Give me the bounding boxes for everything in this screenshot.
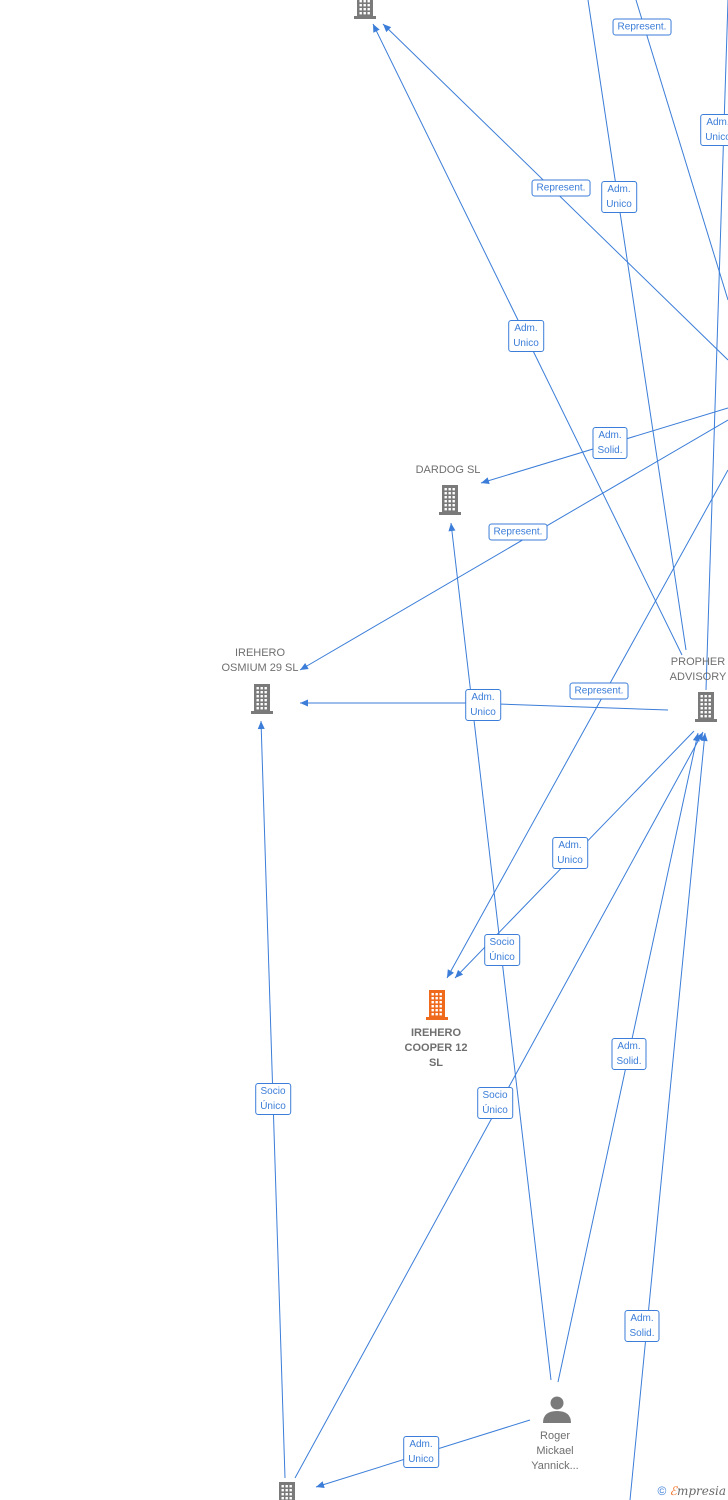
edge-arrowhead xyxy=(383,24,392,33)
focus-company-icon[interactable] xyxy=(426,990,448,1020)
company-name-label[interactable]: IREHERO COOPER 12 SL xyxy=(404,1027,468,1069)
edge-role-label: Adm. Unico xyxy=(403,1436,439,1468)
edge-line xyxy=(705,0,728,691)
company-building-icon[interactable] xyxy=(695,692,717,722)
edge-role-label: Socio Único xyxy=(484,934,520,966)
edge-arrowhead xyxy=(700,733,708,742)
person-icon[interactable] xyxy=(543,1396,571,1424)
edge-role-label: Adm. Unico xyxy=(601,181,637,213)
brand-logo-text: mpresia xyxy=(676,1484,726,1498)
edge-arrowhead xyxy=(455,969,464,978)
edge-arrowhead xyxy=(448,523,456,532)
edge-role-label: Adm. Unico xyxy=(552,837,588,869)
edge-role-label: Represent. xyxy=(531,179,591,197)
edge-line xyxy=(587,0,687,651)
edge-line xyxy=(635,0,728,301)
company-name-label[interactable]: DARDOG SL xyxy=(415,464,481,476)
company-building-icon[interactable] xyxy=(354,0,376,19)
person-name-label[interactable]: Roger Mickael Yannick... xyxy=(531,1430,579,1472)
edge-line xyxy=(299,419,728,671)
edge-role-label: Adm. Solid. xyxy=(624,1310,660,1342)
brand-logo-e: ℰ xyxy=(669,1484,677,1498)
company-building-icon[interactable] xyxy=(251,684,273,714)
copyright-symbol: © xyxy=(657,1484,667,1498)
company-building-icon[interactable] xyxy=(439,485,461,515)
edge-role-label: Represent. xyxy=(488,523,548,541)
edge-role-label: Adm. Unico xyxy=(465,689,501,721)
edge-role-label: Represent. xyxy=(569,682,629,700)
edge-role-label: Adm. Solid. xyxy=(611,1038,647,1070)
footer-brand: © ℰmpresia xyxy=(657,1484,726,1498)
edge-line xyxy=(446,469,728,979)
edge-role-label: Adm. Unico xyxy=(508,320,544,352)
edge-arrowhead xyxy=(373,24,380,33)
edge-role-label: Represent. xyxy=(612,18,672,36)
edge-line xyxy=(629,732,706,1500)
edge-arrowhead xyxy=(300,662,309,670)
edge-arrowhead xyxy=(316,1481,325,1488)
edge-arrowhead xyxy=(300,699,308,707)
company-name-label[interactable]: PROPHER ADVISORY xyxy=(669,656,727,683)
edge-role-label: Adm. Solid. xyxy=(592,427,628,459)
edge-arrowhead xyxy=(257,721,265,730)
company-name-label[interactable]: IREHERO OSMIUM 29 SL xyxy=(221,647,299,674)
edge-arrowhead xyxy=(696,732,703,741)
edge-arrowhead xyxy=(481,477,490,485)
edge-role-label: Socio Único xyxy=(255,1083,291,1115)
company-building-icon[interactable] xyxy=(276,1482,298,1500)
edge-role-label: Socio Único xyxy=(477,1087,513,1119)
edge-arrowhead xyxy=(447,969,454,978)
edge-role-label: Adm. Unico xyxy=(700,114,728,146)
